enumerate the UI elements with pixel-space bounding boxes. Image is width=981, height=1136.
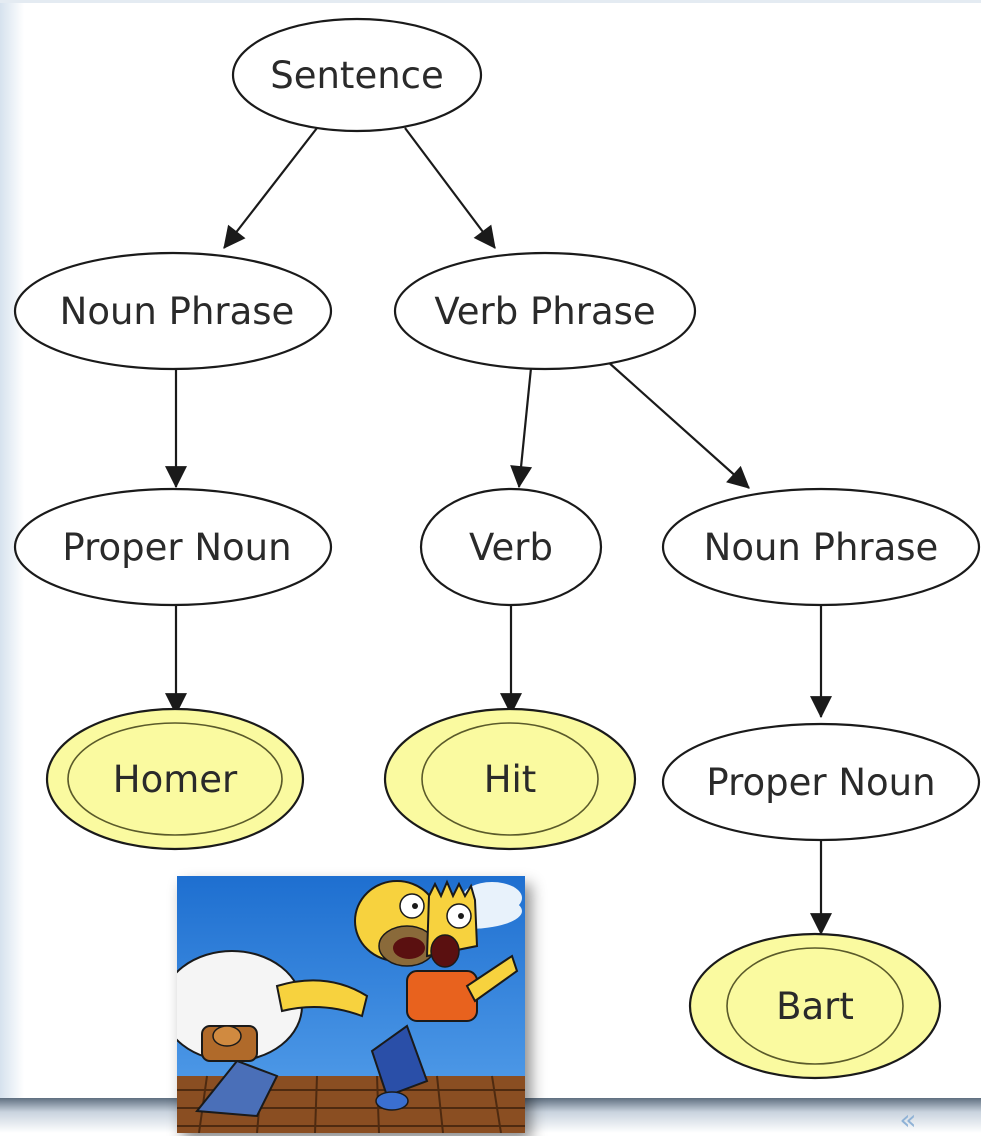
terminal-inner-shape xyxy=(421,722,599,836)
node-label: Proper Noun xyxy=(62,526,291,569)
node-shape xyxy=(13,487,333,607)
terminal-outer-shape xyxy=(383,707,637,851)
node-label: Verb xyxy=(469,526,553,569)
terminal-hit: Hit xyxy=(383,707,637,851)
edge-vp-np xyxy=(606,360,750,489)
node-noun-phrase-left: Noun Phrase xyxy=(13,251,333,371)
terminal-outer-shape xyxy=(688,932,942,1080)
terminal-bart: Bart xyxy=(688,932,942,1080)
terminal-inner-shape xyxy=(726,947,904,1065)
terminal-outer-shape xyxy=(45,707,305,851)
node-proper-noun-left: Proper Noun xyxy=(13,487,333,607)
node-shape xyxy=(661,722,981,842)
node-sentence: Sentence xyxy=(231,17,483,133)
node-label: Sentence xyxy=(270,54,444,97)
node-shape xyxy=(393,251,697,371)
node-shape xyxy=(231,17,483,133)
left-gradient-strip xyxy=(0,0,24,1133)
node-shape xyxy=(661,487,981,607)
node-noun-phrase-right: Noun Phrase xyxy=(661,487,981,607)
node-verb-phrase: Verb Phrase xyxy=(393,251,697,371)
cartoon-illustration xyxy=(177,876,525,1133)
node-label: Noun Phrase xyxy=(704,526,939,569)
terminal-inner-shape xyxy=(67,722,283,836)
node-proper-noun-right: Proper Noun xyxy=(661,722,981,842)
node-label: Homer xyxy=(113,758,238,801)
terminal-homer: Homer xyxy=(45,707,305,851)
edge-vp-verb xyxy=(510,367,533,489)
homer-figure xyxy=(177,880,440,1118)
nav-back-icon[interactable]: « xyxy=(899,1103,917,1136)
cartoon-drawing xyxy=(177,876,525,1133)
top-border xyxy=(0,0,981,3)
edge-sentence-np xyxy=(223,127,318,249)
node-shape xyxy=(13,251,333,371)
node-label: Noun Phrase xyxy=(60,290,295,333)
bart-figure xyxy=(370,879,519,1111)
edges xyxy=(165,127,832,936)
node-label: Verb Phrase xyxy=(434,290,655,333)
node-verb: Verb xyxy=(419,487,603,607)
node-label: Hit xyxy=(484,758,537,801)
edge-sentence-vp xyxy=(404,127,496,249)
node-shape xyxy=(419,487,603,607)
node-label: Bart xyxy=(776,985,854,1028)
node-label: Proper Noun xyxy=(706,761,935,804)
